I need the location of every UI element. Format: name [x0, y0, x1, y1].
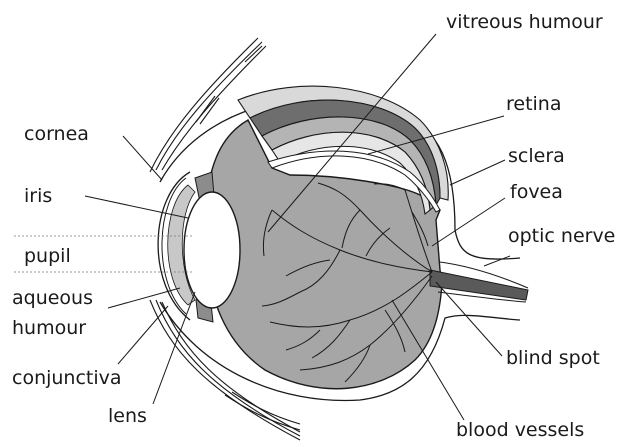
optic-nerve-shape: [430, 270, 528, 300]
leader-optic-nerve: [484, 256, 510, 266]
leader-fovea: [432, 198, 505, 246]
label-pupil: pupil: [24, 245, 71, 267]
label-blind-spot: blind spot: [506, 347, 600, 369]
leader-aqueous: [108, 288, 180, 308]
label-fovea: fovea: [510, 181, 563, 203]
leader-conjunctiva: [118, 306, 168, 364]
label-aqueous-line1: aqueous: [12, 287, 93, 309]
leader-sclera: [450, 160, 505, 185]
label-iris: iris: [24, 185, 52, 207]
label-sclera: sclera: [508, 145, 565, 167]
label-optic-nerve: optic nerve: [508, 225, 615, 247]
label-aqueous-line2: humour: [12, 317, 86, 339]
label-cornea: cornea: [24, 123, 89, 145]
label-vitreous: vitreous humour: [446, 11, 603, 33]
label-lens: lens: [108, 405, 147, 427]
label-conjunctiva: conjunctiva: [12, 367, 122, 389]
lens-shape: [184, 192, 240, 308]
label-retina: retina: [506, 93, 562, 115]
label-blood-vessels: blood vessels: [456, 419, 584, 441]
leader-cornea: [123, 136, 162, 180]
